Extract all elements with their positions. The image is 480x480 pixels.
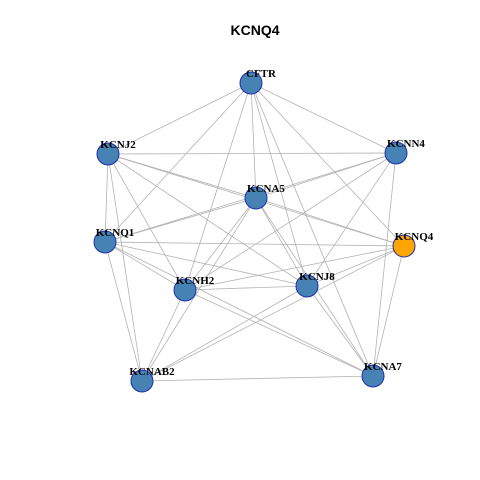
node-label-kcnq4: KCNQ4	[395, 231, 434, 243]
node-kcnab2[interactable]	[130, 369, 154, 393]
edge-kcnq1-kcnh2	[104, 241, 186, 291]
edge-kcna5-kcnq1	[104, 197, 257, 243]
edge-kcnj8-kcna7	[306, 285, 374, 377]
node-kcnq4[interactable]	[392, 234, 416, 258]
edge-kcnj2-kcnn4	[107, 152, 397, 155]
edge-kcnj8-kcnab2	[141, 285, 308, 382]
edge-kcnq4-kcnj8	[306, 245, 405, 287]
node-layer	[93, 71, 416, 393]
edge-kcnab2-kcna7	[141, 375, 374, 382]
edge-kcnh2-kcnj8	[184, 285, 308, 291]
node-kcnj8[interactable]	[295, 274, 319, 298]
edge-cftr-kcnn4	[250, 82, 397, 154]
edge-layer	[104, 82, 405, 382]
edge-kcnq1-kcnq4	[104, 241, 405, 247]
node-kcna5[interactable]	[244, 186, 268, 210]
node-kcna7[interactable]	[361, 364, 385, 388]
edge-cftr-kcna5	[250, 82, 257, 199]
node-label-cftr: CFTR	[246, 68, 277, 80]
node-kcnq1[interactable]	[93, 230, 117, 254]
edge-kcnj2-kcnab2	[107, 153, 143, 382]
edge-kcnj2-kcnh2	[107, 153, 186, 291]
edge-cftr-kcnq4	[250, 82, 405, 247]
edge-kcnq1-kcna7	[104, 241, 374, 377]
edge-kcnh2-kcnab2	[141, 289, 186, 382]
node-cftr[interactable]	[239, 71, 263, 95]
edge-cftr-kcnj2	[107, 82, 252, 155]
edge-kcnn4-kcnj8	[306, 152, 397, 287]
diagram-title: KCNQ4	[230, 22, 279, 38]
node-label-kcnab2: KCNAB2	[129, 366, 175, 378]
node-label-kcna5: KCNA5	[247, 183, 285, 195]
edge-kcnq4-kcnab2	[141, 245, 405, 382]
edge-kcnq1-kcnab2	[104, 241, 143, 382]
node-label-kcnj2: KCNJ2	[100, 139, 136, 151]
node-kcnn4[interactable]	[384, 141, 408, 165]
edge-cftr-kcnq1	[104, 82, 252, 243]
node-label-kcnh2: KCNH2	[176, 275, 215, 287]
edge-kcnq4-kcnh2	[184, 245, 405, 291]
edge-kcnj2-kcnj8	[107, 153, 308, 287]
node-kcnj2[interactable]	[96, 142, 120, 166]
edge-kcnq1-kcnj8	[104, 241, 308, 287]
edge-kcnj2-kcnq1	[104, 153, 109, 243]
edge-cftr-kcna7	[250, 82, 374, 377]
node-label-kcnn4: KCNN4	[387, 138, 425, 150]
node-label-kcnj8: KCNJ8	[299, 271, 335, 283]
node-label-kcna7: KCNA7	[364, 361, 402, 373]
edge-kcna5-kcnj8	[255, 197, 308, 287]
node-kcnh2[interactable]	[173, 278, 197, 302]
node-label-kcnq1: KCNQ1	[96, 227, 135, 239]
edge-kcnq4-kcna7	[372, 245, 405, 377]
edge-kcnh2-kcna7	[184, 289, 374, 377]
edge-kcna5-kcnq4	[255, 197, 405, 247]
edge-kcna5-kcnh2	[184, 197, 257, 291]
edge-cftr-kcnj8	[250, 82, 308, 287]
edge-kcnn4-kcna7	[372, 152, 397, 377]
